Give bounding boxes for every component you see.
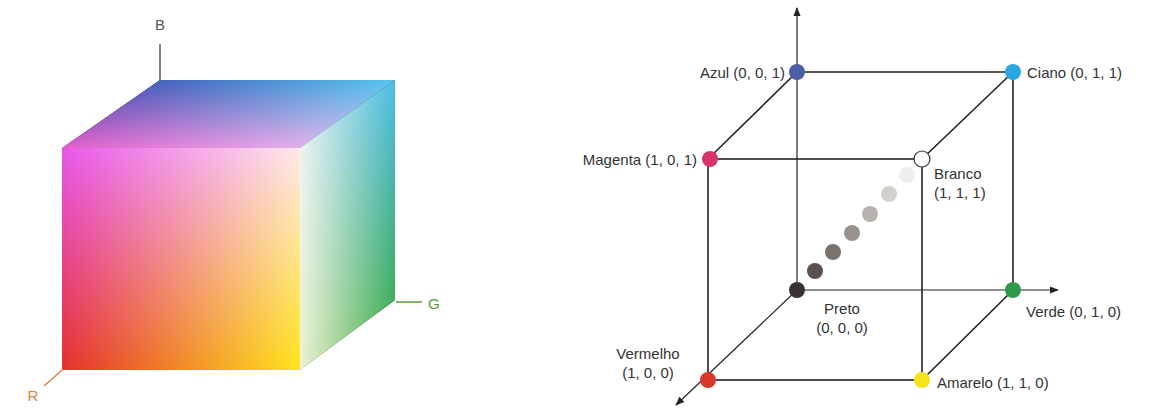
axis-label: R — [28, 386, 39, 405]
vertex-label: Branco (1, 1, 1) — [934, 164, 992, 202]
axis-line — [396, 301, 422, 303]
vertex-label: Amarelo (1, 1, 0) — [937, 373, 1049, 392]
axis-arrow — [676, 8, 1058, 405]
vertex-dot — [700, 64, 1021, 388]
vertex-label: Magenta (1, 0, 1) — [583, 150, 697, 169]
axis-line — [159, 44, 161, 80]
vertex-label: Azul (0, 0, 1) — [700, 63, 785, 82]
axis-line — [44, 370, 62, 386]
vertex-label: Ciano (0, 1, 1) — [1027, 63, 1122, 82]
axis-label: B — [155, 15, 165, 34]
vertex-label: Verde (0, 1, 0) — [1026, 302, 1121, 321]
vertex-label: Preto (0, 0, 0) — [815, 299, 869, 337]
cube-wireframe — [708, 72, 1013, 380]
axis-label: G — [428, 294, 440, 313]
grey-diagonal — [807, 167, 915, 279]
vertex-label: Vermelho (1, 0, 0) — [615, 344, 681, 382]
color-cube — [62, 80, 395, 370]
